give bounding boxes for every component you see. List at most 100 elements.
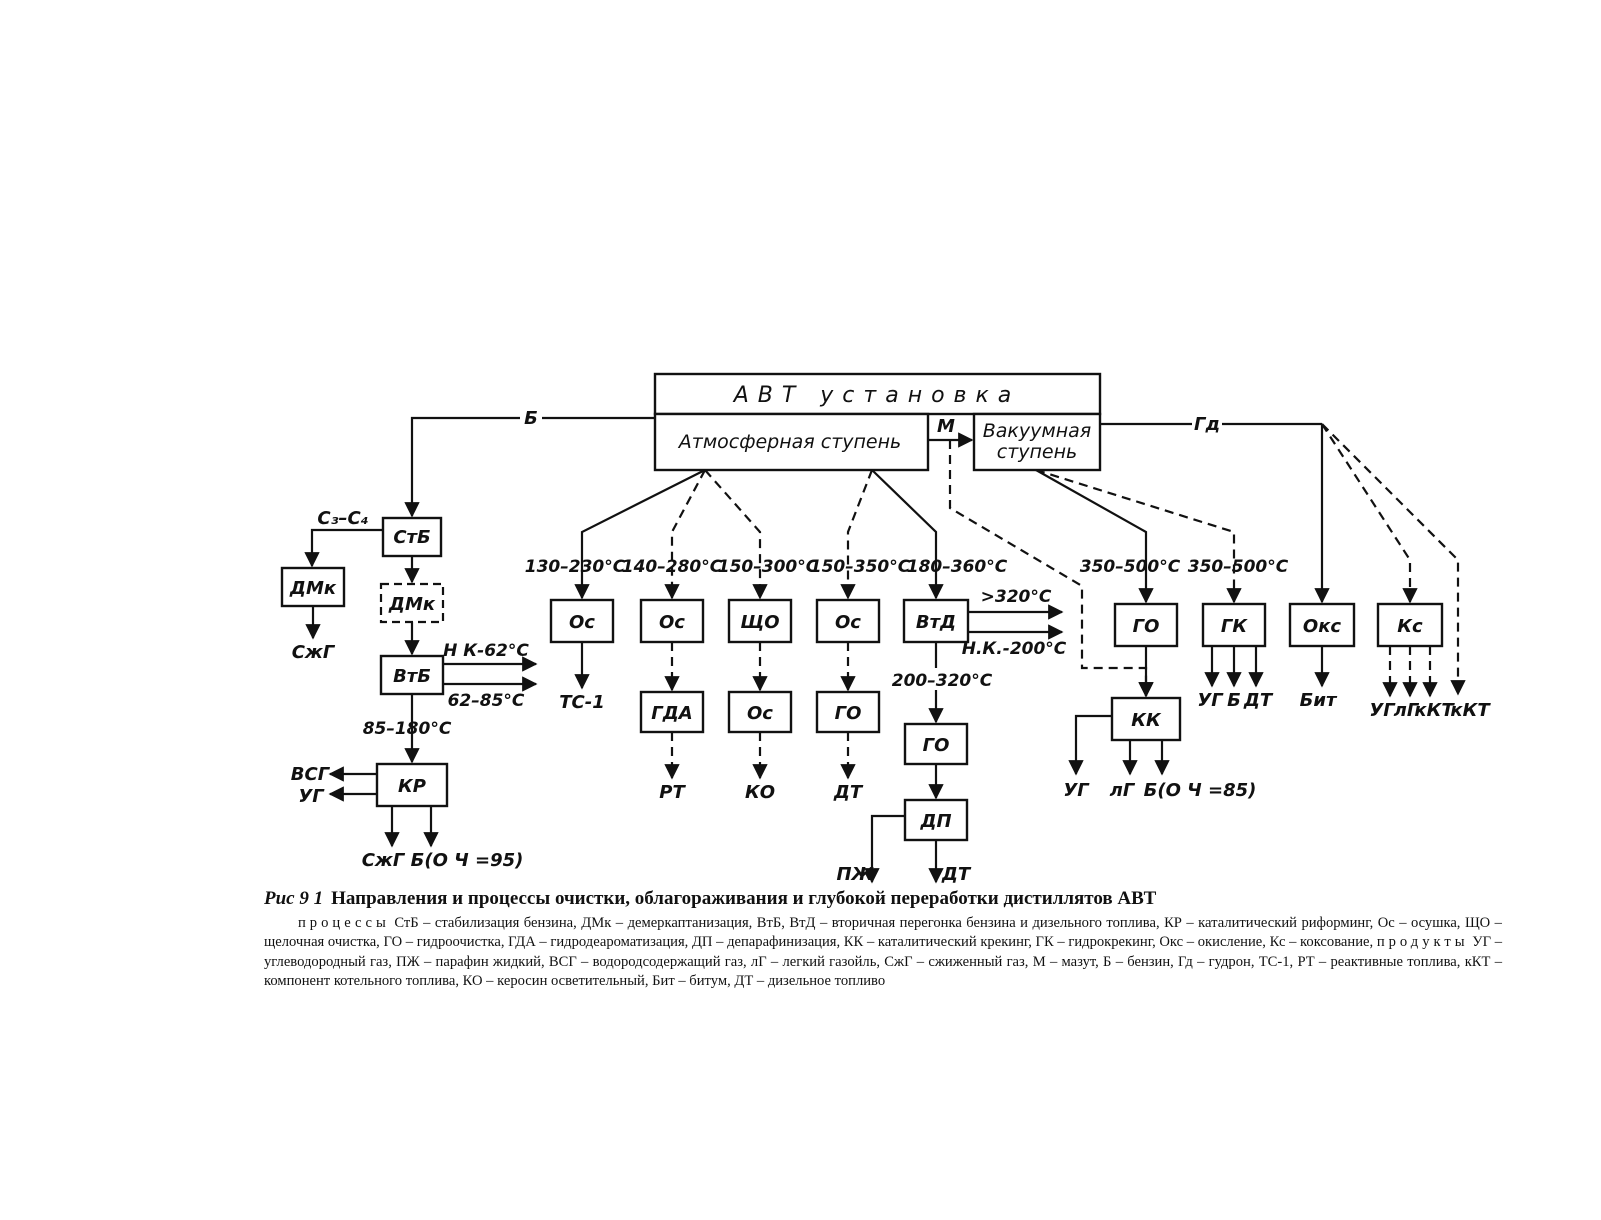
atmospheric-stage-box bbox=[653, 412, 930, 472]
product-lg-kk: лГ bbox=[1110, 780, 1136, 801]
product-ts1: ТС-1 bbox=[559, 692, 604, 713]
c3c4-label: С₃–С₄ bbox=[317, 508, 368, 529]
shcho-box bbox=[727, 598, 793, 644]
gudron-label: Гд bbox=[1194, 414, 1220, 435]
os-label-1: Ос bbox=[569, 612, 595, 633]
product-kkt-1: кКТ bbox=[1414, 700, 1455, 721]
go-label-3: ГО bbox=[1133, 616, 1160, 637]
vacuum-stage-label-1: Вакуумная bbox=[983, 420, 1091, 442]
product-b85: Б(О Ч =85) bbox=[1144, 780, 1257, 801]
shcho-label: ЩО bbox=[740, 612, 779, 633]
temp-gt320: >320°С bbox=[981, 587, 1052, 607]
vtd-label: ВтД bbox=[916, 612, 956, 633]
branch-150-300 bbox=[704, 469, 768, 600]
kk-label: КК bbox=[1131, 710, 1162, 731]
dp-out-pzh bbox=[864, 814, 905, 884]
os-label-2: Ос bbox=[659, 612, 685, 633]
dp-box bbox=[903, 798, 969, 842]
product-ug-ks: УГ bbox=[1369, 700, 1396, 721]
vtb-label: ВтБ bbox=[393, 666, 431, 687]
product-b-gk: Б bbox=[1227, 690, 1241, 711]
go-box-2 bbox=[903, 722, 969, 766]
temp-nk62: Н К-62°С bbox=[443, 641, 529, 661]
benzin-flow bbox=[404, 416, 655, 518]
dmk-label-2: ДМк bbox=[388, 594, 436, 615]
caption-title-text: Направления и процессы очистки, облагора… bbox=[331, 888, 1157, 909]
ks-label: Кс bbox=[1397, 616, 1423, 637]
oks-label: Окс bbox=[1303, 616, 1342, 637]
product-dt-1: ДТ bbox=[833, 782, 864, 803]
os-box-1 bbox=[549, 598, 615, 644]
temp-150-300: 150–300°С bbox=[718, 557, 819, 577]
avt-unit-title: АВТ установка bbox=[732, 383, 1021, 408]
temp-200-320: 200–320°С bbox=[892, 671, 993, 691]
branch-150-350 bbox=[840, 469, 874, 600]
vacuum-stage-label-2: ступень bbox=[997, 441, 1078, 463]
product-kkt-2: кКТ bbox=[1450, 700, 1491, 721]
temp-350-500-a: 350–500°С bbox=[1080, 557, 1181, 577]
product-dt-2: ДТ bbox=[941, 864, 972, 885]
branch-130-230 bbox=[574, 469, 706, 600]
product-vsg: ВСГ bbox=[291, 764, 331, 785]
benzin-label: Б bbox=[524, 408, 538, 429]
product-szhg-1: СжГ bbox=[292, 642, 336, 663]
go-label-1: ГО bbox=[835, 703, 862, 724]
os-label-4: Ос bbox=[747, 703, 773, 724]
atmospheric-stage-label: Атмосферная ступень bbox=[677, 431, 902, 453]
product-pzh: ПЖ bbox=[836, 864, 874, 885]
oks-box bbox=[1288, 602, 1356, 648]
kk-out-ug bbox=[1068, 714, 1112, 776]
mazut-to-kk bbox=[948, 440, 1154, 698]
product-rt: РТ bbox=[659, 782, 686, 803]
caption-title: Рис 9 1 Направления и процессы очистки, о… bbox=[264, 888, 1502, 910]
product-szhg-2: СжГ bbox=[362, 850, 406, 871]
caption-processes-text: СтБ – стабилизация бензина, ДМк – демерк… bbox=[264, 915, 1502, 951]
gk-label: ГК bbox=[1221, 616, 1248, 637]
product-dt-gk: ДТ bbox=[1243, 690, 1274, 711]
caption-body: процессы СтБ – стабилизация бензина, ДМк… bbox=[264, 914, 1502, 991]
os-box-4 bbox=[727, 690, 793, 734]
caption-products-word: продукты bbox=[1376, 934, 1469, 951]
product-ug-kr: УГ bbox=[298, 786, 325, 807]
go-box-3 bbox=[1113, 602, 1179, 648]
caption-products-text: УГ – углеводородный газ, ПЖ – парафин жи… bbox=[264, 934, 1503, 989]
stb-label: СтБ bbox=[393, 527, 430, 548]
temp-350-500-b: 350–500°С bbox=[1188, 557, 1289, 577]
kr-label: КР bbox=[398, 776, 426, 797]
go-label-2: ГО bbox=[923, 735, 950, 756]
branch-350-500-go bbox=[1035, 469, 1154, 604]
temp-130-230: 130–230°С bbox=[525, 557, 626, 577]
temp-85-180: 85–180°С bbox=[363, 719, 452, 739]
caption-processes-word: процессы bbox=[298, 915, 390, 931]
stb-box bbox=[381, 516, 443, 558]
os-box-2 bbox=[639, 598, 705, 644]
gudron-to-ks bbox=[1321, 423, 1418, 604]
product-ug-kk: УГ bbox=[1063, 780, 1090, 801]
branch-180-360 bbox=[871, 469, 944, 600]
temp-180-360: 180–360°С bbox=[907, 557, 1008, 577]
temp-nk200: Н.К.-200°С bbox=[962, 639, 1067, 659]
dmk-label-1: ДМк bbox=[289, 578, 337, 599]
product-lg-ks: лГ bbox=[1394, 700, 1420, 721]
os-label-3: Ос bbox=[835, 612, 861, 633]
figure-caption: Рис 9 1 Направления и процессы очистки, о… bbox=[264, 888, 1502, 991]
kk-box bbox=[1110, 696, 1182, 742]
go-box-1 bbox=[815, 690, 881, 734]
mazut-label: М bbox=[937, 416, 955, 437]
gudron-to-kkt bbox=[1321, 423, 1466, 696]
temp-62-85: 62–85°С bbox=[448, 691, 525, 711]
gda-box bbox=[639, 690, 705, 734]
dp-label: ДП bbox=[919, 811, 951, 832]
branch-350-500-gk bbox=[1035, 468, 1242, 604]
product-ug-gk: УГ bbox=[1197, 690, 1224, 711]
temp-140-280: 140–280°С bbox=[622, 557, 723, 577]
product-b95: Б(О Ч =95) bbox=[411, 850, 524, 871]
vtb-box bbox=[379, 654, 445, 696]
gda-label: ГДА bbox=[651, 703, 692, 724]
temp-150-350: 150–350°С bbox=[810, 557, 911, 577]
figure-number: Рис 9 1 bbox=[264, 888, 324, 909]
product-bit: Бит bbox=[1300, 690, 1338, 711]
kr-box bbox=[375, 762, 449, 808]
avt-unit-box bbox=[653, 372, 1102, 416]
